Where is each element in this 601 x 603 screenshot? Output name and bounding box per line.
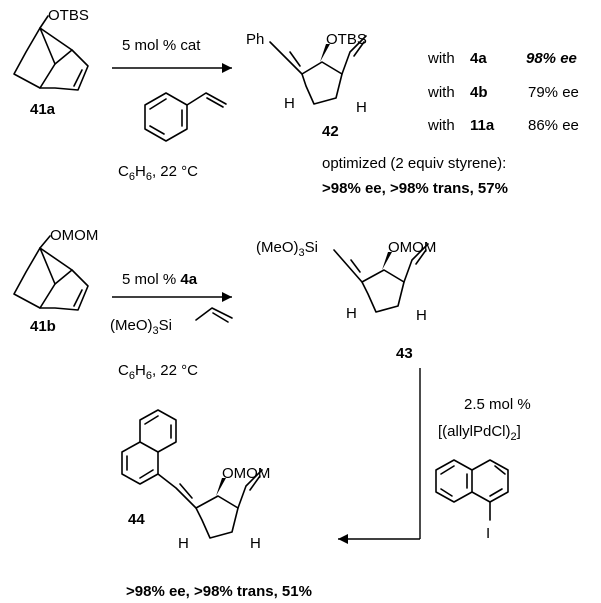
h-right-42: H bbox=[356, 99, 367, 116]
substrate-group: OTBS bbox=[48, 7, 89, 24]
h-left-44: H bbox=[178, 535, 189, 552]
group-top-44: OMOM bbox=[222, 465, 270, 482]
structure-41a: OTBS 41a bbox=[13, 7, 89, 118]
catalyst-label: 5 mol % cat bbox=[122, 37, 201, 54]
substrate-group-41b: OMOM bbox=[50, 227, 98, 244]
reaction-arrow-2 bbox=[112, 292, 232, 302]
group-top-42: OTBS bbox=[326, 31, 367, 48]
optimized-result: >98% ee, >98% trans, 57% bbox=[322, 180, 508, 197]
optimized-note: optimized (2 equiv styrene): bbox=[322, 155, 506, 172]
structure-iodonaphthalene: I bbox=[435, 459, 509, 542]
result-row-1-ee: 98% ee bbox=[526, 50, 577, 67]
group-top-43: OMOM bbox=[388, 239, 436, 256]
silyl-group-43: (MeO)3Si bbox=[256, 239, 318, 259]
h-right-44: H bbox=[250, 535, 261, 552]
structure-41b: OMOM 41b bbox=[13, 227, 98, 335]
structure-vinylsilane: (MeO)3Si bbox=[110, 307, 233, 337]
result-row-3-prefix: with bbox=[427, 117, 455, 134]
structure-styrene bbox=[144, 92, 227, 142]
reaction-arrow-3 bbox=[338, 368, 421, 544]
compound-label-41a: 41a bbox=[30, 101, 56, 118]
reaction-arrow-1 bbox=[112, 63, 232, 73]
iodo-atom: I bbox=[486, 525, 490, 542]
results-table: with 4a 98% ee with 4b 79% ee with 11a 8… bbox=[427, 50, 579, 134]
result-row-3-ee: 86% ee bbox=[528, 117, 579, 134]
result-row-1-catalyst: 4a bbox=[470, 50, 487, 67]
result-row-1-prefix: with bbox=[427, 50, 455, 67]
pd-catalyst: [(allylPdCl)2] bbox=[438, 423, 521, 443]
structure-44: OMOM 44 H H bbox=[121, 409, 270, 552]
result-row-2-prefix: with bbox=[427, 84, 455, 101]
result-row-2-ee: 79% ee bbox=[528, 84, 579, 101]
result-row-3-catalyst: 11a bbox=[470, 117, 495, 134]
catalyst-4a-loading: 5 mol % 4a bbox=[122, 271, 198, 288]
compound-label-44: 44 bbox=[128, 511, 145, 528]
compound-label-42: 42 bbox=[322, 123, 339, 140]
h-left-42: H bbox=[284, 95, 295, 112]
compound-label-41b: 41b bbox=[30, 318, 56, 335]
h-left-43: H bbox=[346, 305, 357, 322]
pd-loading: 2.5 mol % bbox=[464, 396, 531, 413]
conditions-1: C6H6, 22 °C bbox=[118, 163, 198, 183]
h-right-43: H bbox=[416, 307, 427, 324]
compound-label-43: 43 bbox=[396, 345, 413, 362]
vinylsilane-label: (MeO)3Si bbox=[110, 317, 172, 337]
structure-42: Ph OTBS H H 42 bbox=[246, 31, 367, 140]
conditions-2: C6H6, 22 °C bbox=[118, 362, 198, 382]
structure-43: (MeO)3Si OMOM H H 43 bbox=[256, 239, 436, 362]
final-result: >98% ee, >98% trans, 51% bbox=[126, 583, 312, 600]
aryl-ph: Ph bbox=[246, 31, 264, 48]
result-row-2-catalyst: 4b bbox=[470, 84, 488, 101]
